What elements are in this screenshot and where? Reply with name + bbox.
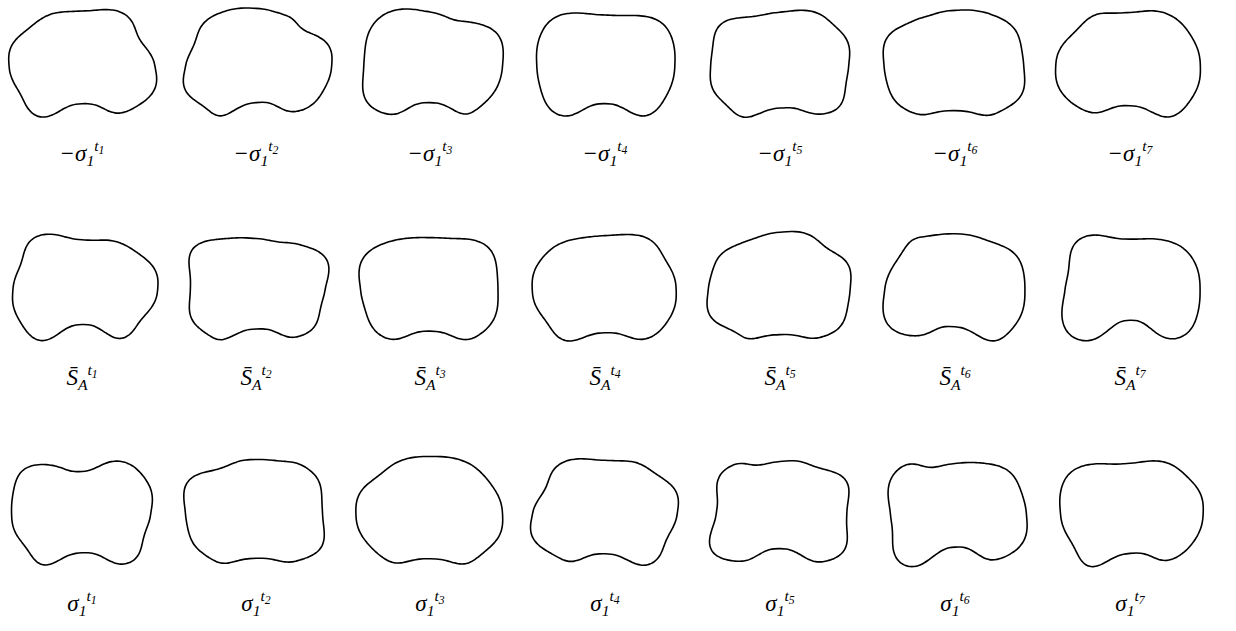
closed-curve-shape bbox=[189, 238, 329, 340]
closed-curve-shape bbox=[883, 234, 1025, 341]
closed-curve-shape bbox=[1060, 461, 1203, 567]
shape-label: σ1t4 bbox=[590, 592, 619, 615]
shape-label: −σ1t3 bbox=[408, 142, 453, 165]
shape-label: S̄At6 bbox=[939, 366, 970, 389]
closed-curve-shape bbox=[1062, 235, 1200, 341]
closed-curve-shape bbox=[883, 10, 1024, 115]
shape-label: S̄At5 bbox=[764, 366, 795, 389]
closed-curve-shape bbox=[707, 232, 851, 339]
shape-label: σ1t5 bbox=[765, 592, 794, 615]
shape-label: S̄At3 bbox=[414, 366, 445, 389]
shape-label: σ1t7 bbox=[1115, 592, 1144, 615]
shape-label: −σ1t7 bbox=[1108, 142, 1153, 165]
closed-curve-shape bbox=[183, 8, 332, 116]
closed-curve-shape bbox=[363, 9, 504, 114]
closed-curve-shape bbox=[537, 13, 676, 116]
shape-label: −σ1t1 bbox=[60, 142, 105, 165]
closed-curve-shape bbox=[532, 235, 676, 342]
shape-label: −σ1t4 bbox=[583, 142, 628, 165]
closed-curve-shape bbox=[9, 10, 157, 117]
shape-label: S̄At1 bbox=[66, 366, 97, 389]
closed-curve-shape bbox=[888, 462, 1027, 566]
shape-label: S̄At7 bbox=[1114, 366, 1145, 389]
shape-label: σ1t2 bbox=[241, 592, 270, 615]
shape-label: −σ1t2 bbox=[234, 142, 279, 165]
shape-label: −σ1t5 bbox=[758, 142, 803, 165]
closed-curve-shape bbox=[13, 234, 158, 340]
shape-label: S̄At4 bbox=[589, 366, 620, 389]
shape-label: S̄At2 bbox=[240, 366, 271, 389]
shape-label: σ1t3 bbox=[415, 592, 444, 615]
closed-curve-shape bbox=[710, 461, 849, 562]
shape-label: −σ1t6 bbox=[933, 142, 978, 165]
closed-curve-shape bbox=[1056, 11, 1201, 117]
closed-curve-shape bbox=[359, 238, 498, 340]
shape-label: σ1t6 bbox=[940, 592, 969, 615]
closed-curve-shape bbox=[356, 456, 503, 564]
closed-curve-shape bbox=[710, 10, 849, 117]
closed-curve-shape bbox=[531, 459, 679, 565]
shape-label: σ1t1 bbox=[67, 592, 96, 615]
closed-curve-shape bbox=[12, 461, 153, 565]
closed-curve-shape bbox=[184, 459, 324, 563]
